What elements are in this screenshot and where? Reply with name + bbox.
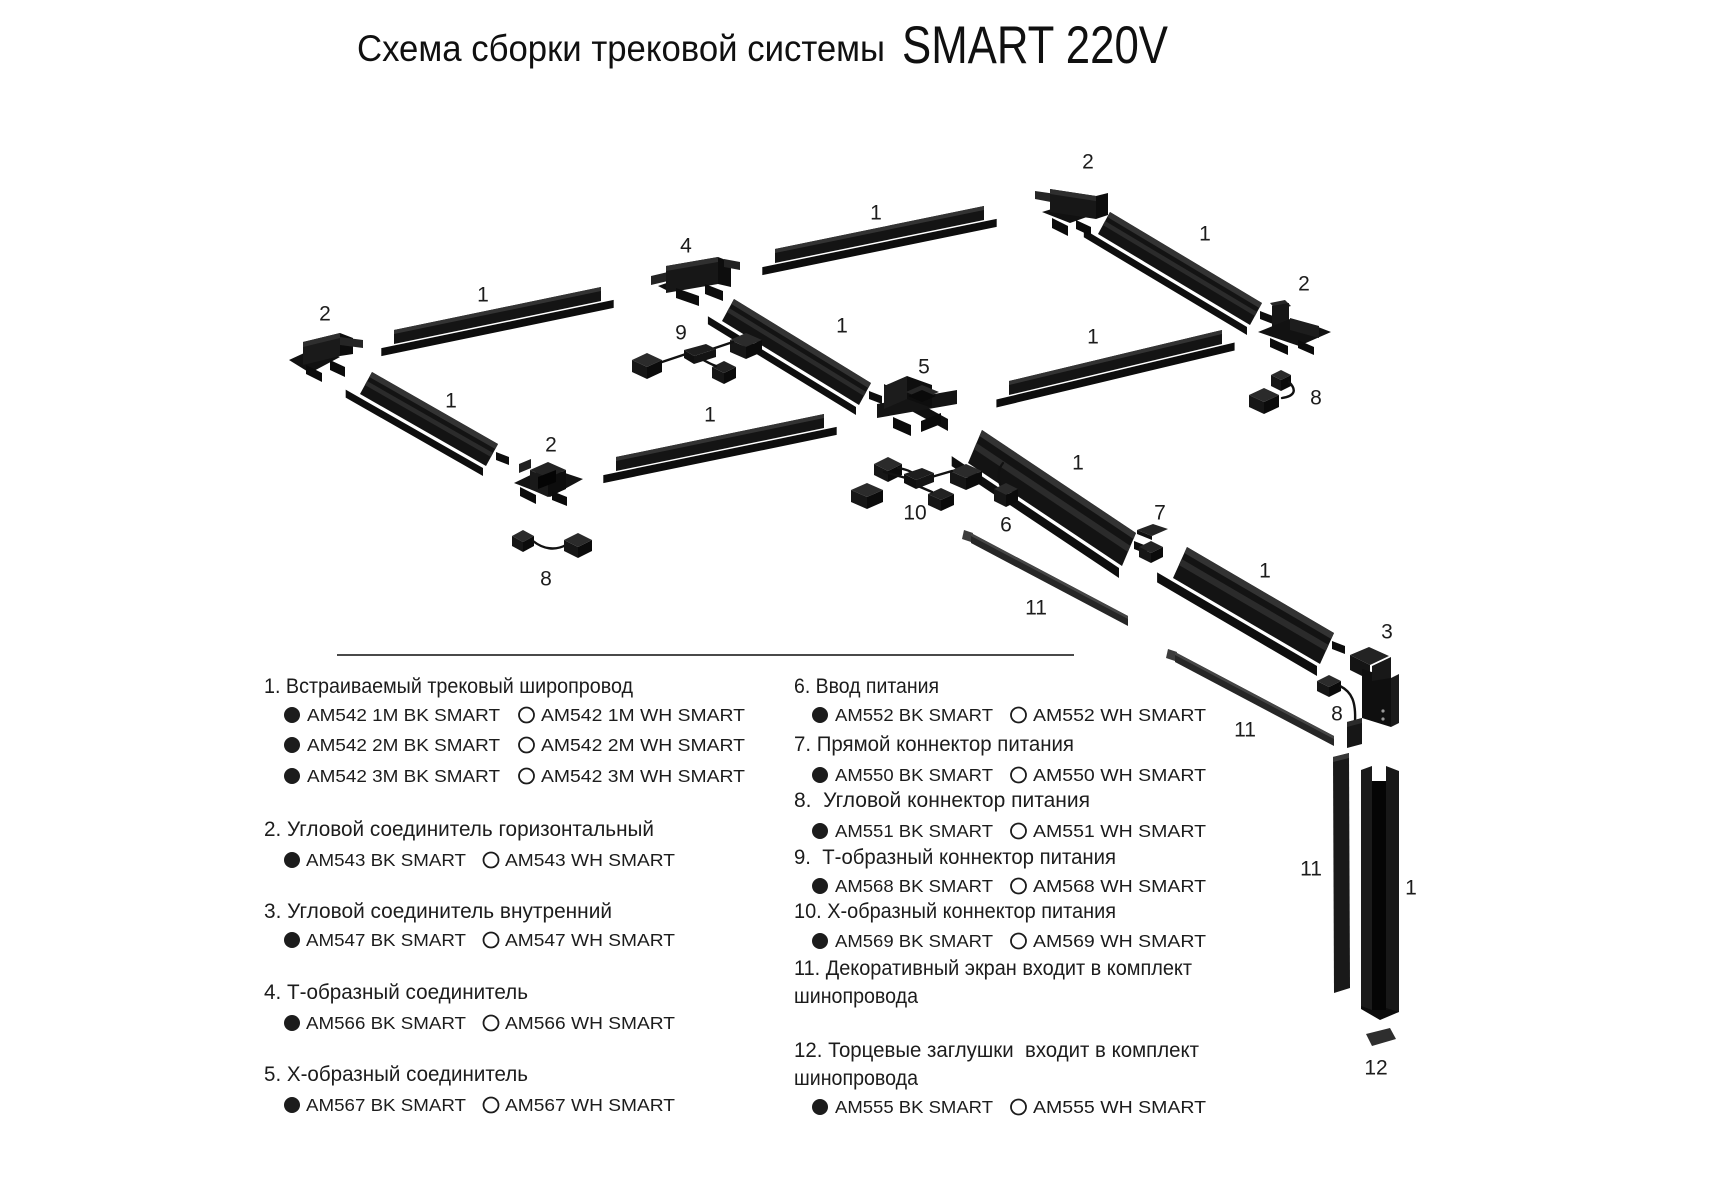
- svg-text:1: 1: [1072, 452, 1084, 475]
- svg-text:SMART 220V: SMART 220V: [902, 16, 1169, 75]
- svg-text:5: 5: [918, 356, 930, 379]
- svg-text:1: 1: [836, 315, 848, 338]
- svg-text:AM551 WH SMART: AM551 WH SMART: [1033, 821, 1206, 841]
- svg-text:AM550 BK SMART: AM550 BK SMART: [835, 765, 993, 785]
- svg-text:AM569 BK SMART: AM569 BK SMART: [835, 931, 993, 951]
- svg-text:AM568 WH SMART: AM568 WH SMART: [1033, 876, 1206, 896]
- svg-text:10. Х-образный коннектор питан: 10. Х-образный коннектор питания: [794, 899, 1116, 923]
- svg-text:1: 1: [445, 390, 457, 413]
- svg-text:2: 2: [1298, 273, 1310, 296]
- svg-text:AM555 WH SMART: AM555 WH SMART: [1033, 1097, 1206, 1117]
- svg-text:8: 8: [540, 568, 552, 591]
- svg-text:2: 2: [319, 303, 331, 326]
- svg-text:5. Х-образный соединитель: 5. Х-образный соединитель: [264, 1062, 528, 1086]
- svg-text:11: 11: [1234, 719, 1256, 742]
- svg-text:AM543 BK SMART: AM543 BK SMART: [306, 850, 466, 870]
- svg-text:8. Угловой коннектор питания: 8. Угловой коннектор питания: [794, 788, 1090, 812]
- svg-text:1. Встраиваемый трековый широп: 1. Встраиваемый трековый широпровод: [264, 674, 633, 698]
- svg-text:AM566 BK SMART: AM566 BK SMART: [306, 1013, 466, 1033]
- svg-text:AM552 BK SMART: AM552 BK SMART: [835, 705, 993, 725]
- svg-text:AM542 1M BK SMART: AM542 1M BK SMART: [307, 705, 500, 725]
- svg-text:7. Прямой коннектор питания: 7. Прямой коннектор питания: [794, 732, 1074, 756]
- svg-text:9: 9: [675, 322, 687, 345]
- svg-text:2: 2: [545, 434, 557, 457]
- svg-text:AM567 BK SMART: AM567 BK SMART: [306, 1095, 466, 1115]
- svg-text:12. Торцевые заглушки входит: 12. Торцевые заглушки входит в комплект: [794, 1038, 1199, 1062]
- svg-text:11. Декоративный экран входит: 11. Декоративный экран входит в комплект: [794, 956, 1192, 980]
- svg-text:AM550 WH SMART: AM550 WH SMART: [1033, 765, 1206, 785]
- svg-text:AM568 BK SMART: AM568 BK SMART: [835, 876, 993, 896]
- svg-text:Схема сборки трековой системы: Схема сборки трековой системы: [357, 28, 885, 69]
- svg-text:1: 1: [870, 202, 882, 225]
- svg-text:1: 1: [704, 404, 716, 427]
- svg-text:AM569 WH SMART: AM569 WH SMART: [1033, 931, 1206, 951]
- svg-text:1: 1: [1087, 326, 1099, 349]
- svg-text:AM542 3M WH SMART: AM542 3M WH SMART: [541, 766, 745, 786]
- svg-text:8: 8: [1310, 387, 1322, 410]
- svg-text:1: 1: [1405, 877, 1417, 900]
- svg-text:AM542 3M BK SMART: AM542 3M BK SMART: [307, 766, 500, 786]
- svg-text:AM552 WH SMART: AM552 WH SMART: [1033, 705, 1206, 725]
- svg-text:AM542 2M WH SMART: AM542 2M WH SMART: [541, 735, 745, 755]
- svg-text:11: 11: [1300, 858, 1322, 881]
- svg-text:12: 12: [1364, 1057, 1387, 1080]
- svg-text:1: 1: [1199, 223, 1211, 246]
- svg-text:6: 6: [1000, 514, 1012, 537]
- svg-text:3. Угловой соединитель внутрен: 3. Угловой соединитель внутренний: [264, 899, 612, 923]
- svg-text:AM555 BK SMART: AM555 BK SMART: [835, 1097, 993, 1117]
- svg-text:AM547 WH SMART: AM547 WH SMART: [505, 930, 675, 950]
- svg-text:4. Т-образный соединитель: 4. Т-образный соединитель: [264, 980, 528, 1004]
- svg-text:3: 3: [1381, 621, 1393, 644]
- svg-text:AM551 BK SMART: AM551 BK SMART: [835, 821, 993, 841]
- svg-text:1: 1: [1259, 560, 1271, 583]
- svg-text:2. Угловой соединитель горизон: 2. Угловой соединитель горизонтальный: [264, 817, 654, 841]
- svg-text:AM543 WH SMART: AM543 WH SMART: [505, 850, 675, 870]
- svg-text:AM547 BK SMART: AM547 BK SMART: [306, 930, 466, 950]
- svg-text:AM567 WH SMART: AM567 WH SMART: [505, 1095, 675, 1115]
- svg-text:6. Ввод питания: 6. Ввод питания: [794, 674, 939, 698]
- svg-text:AM542 2M BK SMART: AM542 2M BK SMART: [307, 735, 500, 755]
- svg-text:8: 8: [1331, 703, 1343, 726]
- svg-text:AM566 WH SMART: AM566 WH SMART: [505, 1013, 675, 1033]
- svg-text:1: 1: [477, 284, 489, 307]
- svg-text:шинопровода: шинопровода: [794, 984, 918, 1008]
- svg-text:7: 7: [1154, 502, 1166, 525]
- svg-text:AM542 1M WH SMART: AM542 1M WH SMART: [541, 705, 745, 725]
- svg-text:11: 11: [1025, 597, 1047, 620]
- svg-text:4: 4: [680, 235, 692, 258]
- svg-text:2: 2: [1082, 151, 1094, 174]
- svg-text:10: 10: [903, 502, 926, 525]
- svg-text:9. Т-образный коннектор питан: 9. Т-образный коннектор питания: [794, 845, 1116, 869]
- svg-text:шинопровода: шинопровода: [794, 1066, 918, 1090]
